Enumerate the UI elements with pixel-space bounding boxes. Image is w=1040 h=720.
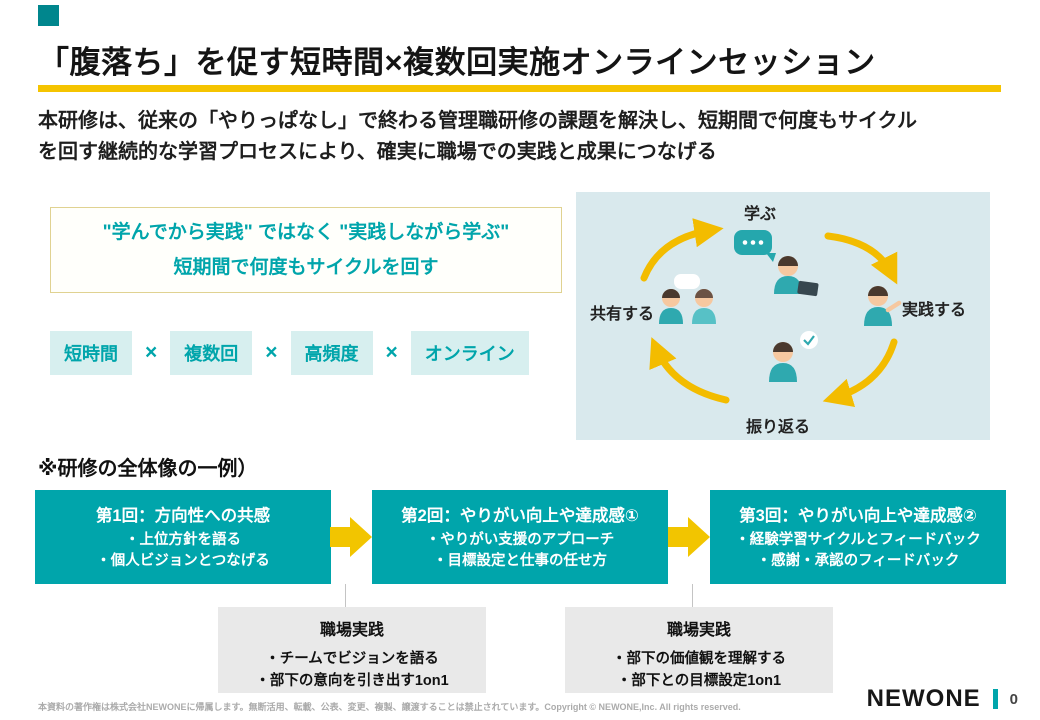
overview-section-label: ※研修の全体像の一例） xyxy=(38,458,258,480)
intro-line-1: 本研修は、従来の「やりっぱなし」で終わる管理職研修の課題を解決し、短期間で何度も… xyxy=(38,110,917,132)
cycle-label-reflect: 振り返る xyxy=(746,419,811,436)
session-3-bullet-2: ・感謝・承認のフィードバック xyxy=(756,553,960,569)
session-2-title: 第2回：やりがい向上や達成感① xyxy=(401,506,639,525)
accent-square xyxy=(38,5,59,26)
practice-1-bullet-2: ・部下の意向を引き出す1on1 xyxy=(255,672,449,689)
badge-short-time: 短時間 xyxy=(50,331,132,375)
person-reflect-icon xyxy=(769,331,818,382)
cycle-arrows xyxy=(640,218,898,408)
session-1-title: 第1回：方向性への共感 xyxy=(95,506,271,525)
practice-1-title: 職場実践 xyxy=(319,622,384,639)
practice-box-1: 職場実践 ・チームでビジョンを語る ・部下の意向を引き出す1on1 xyxy=(218,607,486,693)
logo-wordmark: NEWONE xyxy=(866,685,981,712)
flow-arrow-icon xyxy=(330,517,372,557)
intro-line-2: を回す継続的な学習プロセスにより、確実に職場での実践と成果につなげる xyxy=(38,141,717,163)
flow-arrow-icon xyxy=(668,517,710,557)
keyword-badges: 短時間 × 複数回 × 高頻度 × オンライン xyxy=(50,331,529,375)
multiply-separator: × xyxy=(145,341,158,364)
quote-box: "学んでから実践" ではなく "実践しながら学ぶ" 短期間で何度もサイクルを回す xyxy=(50,207,562,293)
session-1-bullet-2: ・個人ビジョンとつなげる xyxy=(96,553,270,569)
title-underline xyxy=(38,85,1001,92)
session-3-bullet-1: ・経験学習サイクルとフィードバック xyxy=(735,531,981,548)
person-learn-icon xyxy=(734,230,819,297)
page-title: 「腹落ち」を促す短時間×複数回実施オンラインセッション xyxy=(38,45,876,80)
session-2-bullet-2: ・目標設定と仕事の任せ方 xyxy=(433,553,607,569)
page-number: 0 xyxy=(1009,690,1018,708)
cycle-graphic xyxy=(640,218,902,408)
quote-line-1: "学んでから実践" ではなく "実践しながら学ぶ" xyxy=(102,221,510,243)
session-2-bullet-1: ・やりがい支援のアプローチ xyxy=(425,531,615,548)
learning-cycle-illustration: 学ぶ 実践する 振り返る 共有する xyxy=(576,192,990,440)
practice-2-title: 職場実践 xyxy=(666,622,731,639)
badge-online: オンライン xyxy=(410,331,529,375)
session-box-3: 第3回：やりがい向上や達成感② ・経験学習サイクルとフィードバック ・感謝・承認… xyxy=(710,490,1006,584)
badge-multiple-times: 複数回 xyxy=(170,331,253,375)
session-3-title: 第3回：やりがい向上や達成感② xyxy=(739,506,977,525)
practice-2-bullet-2: ・部下との目標設定1on1 xyxy=(616,672,782,689)
session-box-2: 第2回：やりがい向上や達成感① ・やりがい支援のアプローチ ・目標設定と仕事の任… xyxy=(372,490,668,584)
badge-high-frequency: 高頻度 xyxy=(290,331,373,375)
quote-line-2: 短期間で何度もサイクルを回す xyxy=(173,257,439,278)
session-box-1: 第1回：方向性への共感 ・上位方針を語る ・個人ビジョンとつなげる xyxy=(35,490,331,584)
session-1-bullet-1: ・上位方針を語る xyxy=(125,531,241,548)
practice-1-bullet-1: ・チームでビジョンを語る xyxy=(265,651,439,667)
newone-logo: NEWONE 0 xyxy=(867,685,1018,713)
cycle-label-share: 共有する xyxy=(590,306,655,323)
practice-box-2: 職場実践 ・部下の価値観を理解する ・部下との目標設定1on1 xyxy=(565,607,833,693)
practice-2-bullet-1: ・部下の価値観を理解する xyxy=(612,651,786,667)
connector-line xyxy=(345,584,346,607)
cycle-label-learn: 学ぶ xyxy=(744,206,777,223)
intro-paragraph: 本研修は、従来の「やりっぱなし」で終わる管理職研修の課題を解決し、短期間で何度も… xyxy=(38,106,1013,168)
people-share-icon xyxy=(659,274,716,324)
connector-line xyxy=(692,584,693,607)
person-practice-icon xyxy=(864,286,902,326)
copyright-notice: 本資料の著作権は株式会社NEWONEに帰属します。無断活用、転載、公表、変更、複… xyxy=(38,702,741,712)
multiply-separator: × xyxy=(385,341,398,364)
multiply-separator: × xyxy=(265,341,278,364)
logo-bar-icon xyxy=(992,689,998,709)
cycle-label-practice: 実践する xyxy=(902,302,967,319)
